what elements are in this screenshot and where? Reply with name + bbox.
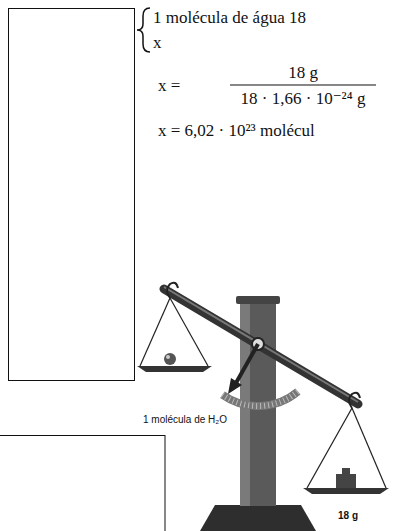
fraction-bar xyxy=(230,84,376,85)
fraction-denominator: 18 · 1,66 · 10⁻²⁴ g xyxy=(241,90,366,107)
fraction-numerator: 18 g xyxy=(288,64,318,81)
variable-text: x xyxy=(153,34,162,51)
pointer xyxy=(236,344,258,383)
statement-text: 1 molécula de água 18 xyxy=(153,9,306,26)
ball-highlight xyxy=(166,355,170,359)
left-pan xyxy=(137,366,212,372)
dial-arc xyxy=(222,392,298,407)
water-molecule-ball xyxy=(164,353,176,365)
weight-label: 18 g xyxy=(338,511,358,521)
right-pan xyxy=(303,488,389,494)
right-hook xyxy=(349,393,360,408)
pointer-head xyxy=(228,378,242,394)
dial-ticks xyxy=(222,392,298,407)
blank-box xyxy=(9,9,135,381)
pan-string xyxy=(352,408,386,488)
equation-text: x = xyxy=(158,77,180,94)
result-text: x = 6,02 · 10²³ molécul xyxy=(158,122,315,139)
weight xyxy=(336,474,356,488)
scale-base xyxy=(200,505,316,531)
brace xyxy=(137,8,150,52)
pan-string xyxy=(170,298,208,366)
pan-label: 1 molécula de H₂O xyxy=(143,415,227,425)
beam-highlight xyxy=(164,287,358,402)
scale-beam xyxy=(164,289,358,404)
pillar-cap xyxy=(236,296,280,304)
left-hook xyxy=(167,283,178,298)
blank-box xyxy=(0,436,165,531)
weight-knob xyxy=(342,468,350,474)
